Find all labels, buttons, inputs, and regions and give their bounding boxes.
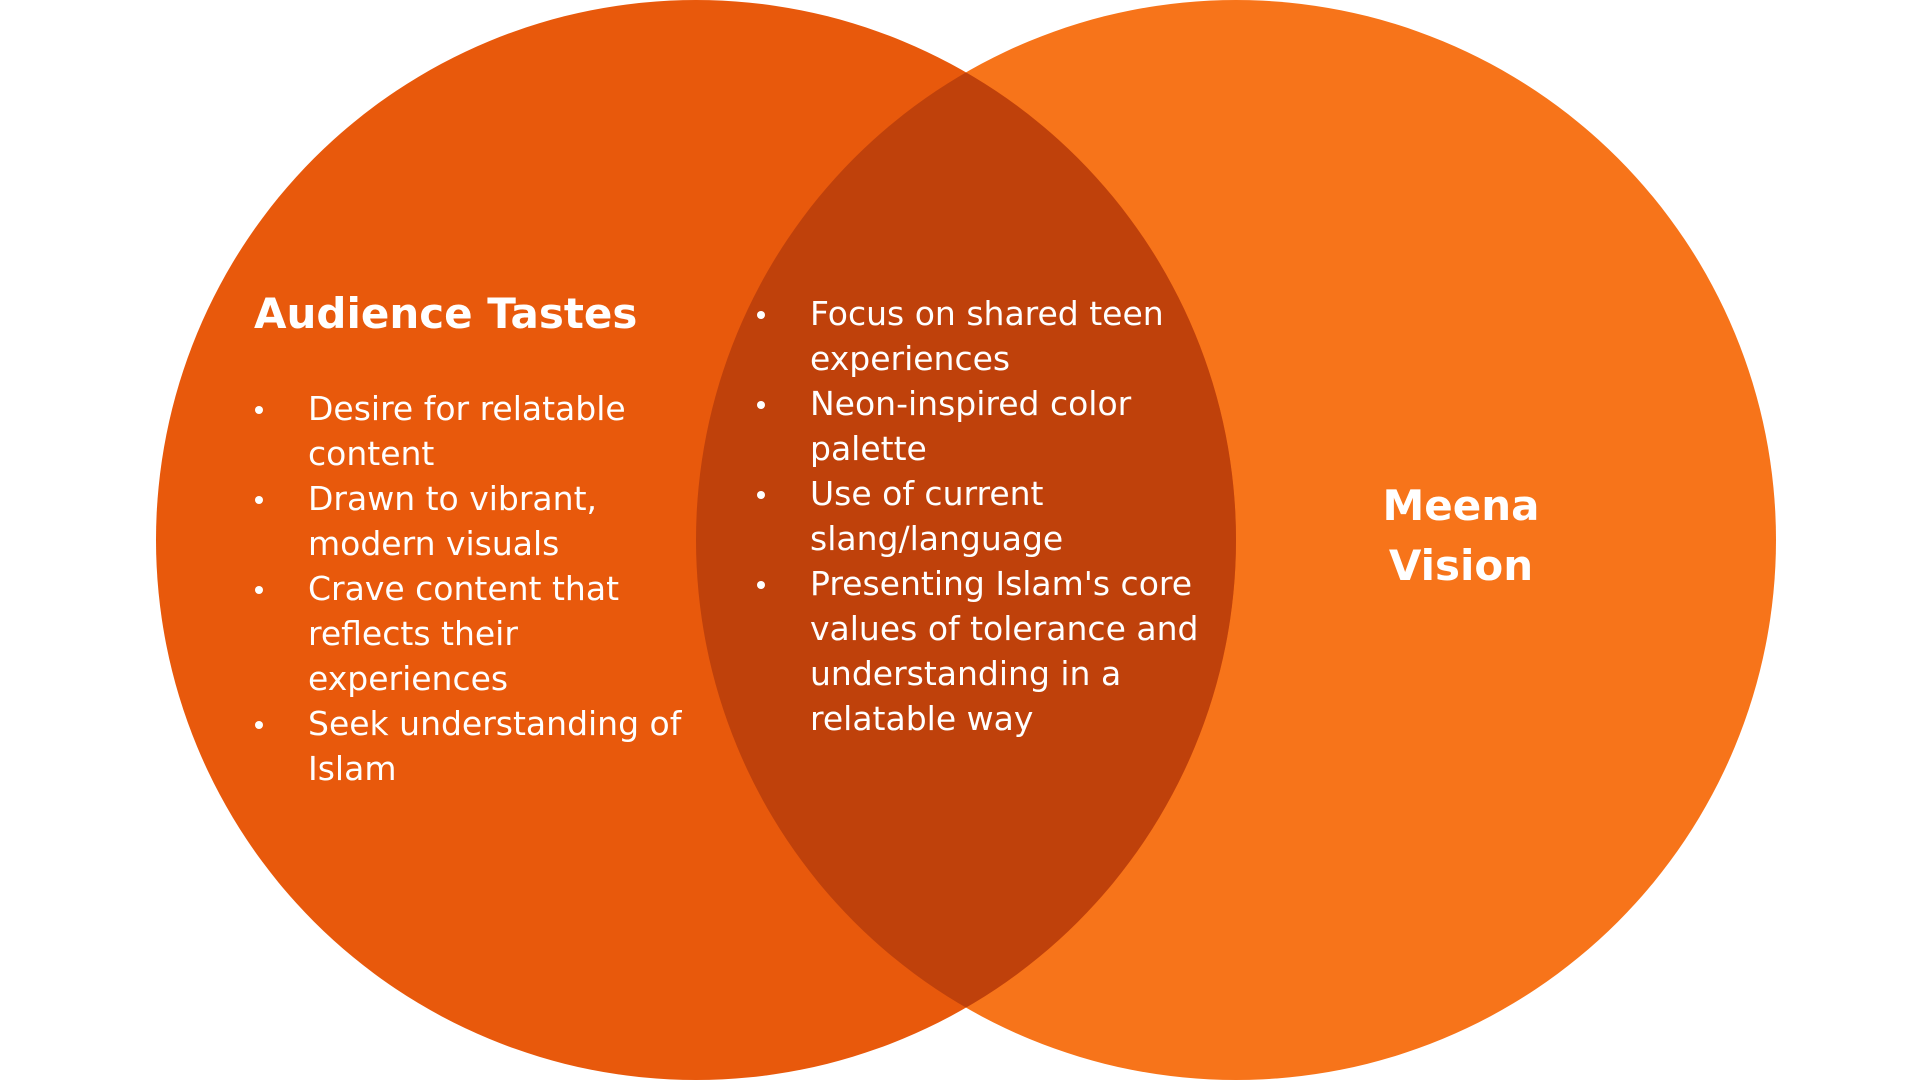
- list-item: Seek understanding of Islam: [255, 701, 725, 791]
- overlap-list: Focus on shared teen experiences Neon-in…: [757, 291, 1217, 741]
- list-item: Desire for relatable content: [255, 386, 725, 476]
- left-circle-title: Audience Tastes: [254, 289, 638, 338]
- bullet-icon: [757, 311, 765, 319]
- list-item-text: Seek understanding of Islam: [308, 704, 682, 788]
- bullet-icon: [255, 721, 263, 729]
- list-item-text: Crave content that reflects their experi…: [308, 569, 620, 698]
- list-item: Focus on shared teen experiences: [757, 291, 1217, 381]
- bullet-icon: [255, 406, 263, 414]
- bullet-icon: [757, 491, 765, 499]
- bullet-icon: [757, 581, 765, 589]
- list-item-text: Focus on shared teen experiences: [810, 294, 1164, 378]
- list-item-text: Desire for relatable content: [308, 389, 626, 473]
- list-item-text: Use of current slang/language: [810, 474, 1064, 558]
- list-item: Presenting Islam's core values of tolera…: [757, 561, 1217, 741]
- bullet-icon: [757, 401, 765, 409]
- bullet-icon: [255, 586, 263, 594]
- list-item-text: Presenting Islam's core values of tolera…: [810, 564, 1199, 738]
- list-item-text: Neon-inspired color palette: [810, 384, 1132, 468]
- list-item: Use of current slang/language: [757, 471, 1217, 561]
- list-item: Drawn to vibrant, modern visuals: [255, 476, 725, 566]
- right-circle-title: Meena Vision: [1382, 481, 1540, 590]
- overlap-region: [696, 0, 1236, 1080]
- list-item-text: Drawn to vibrant, modern visuals: [308, 479, 597, 563]
- bullet-icon: [255, 496, 263, 504]
- list-item: Crave content that reflects their experi…: [255, 566, 725, 701]
- list-item: Neon-inspired color palette: [757, 381, 1217, 471]
- left-circle-list: Desire for relatable content Drawn to vi…: [255, 386, 725, 791]
